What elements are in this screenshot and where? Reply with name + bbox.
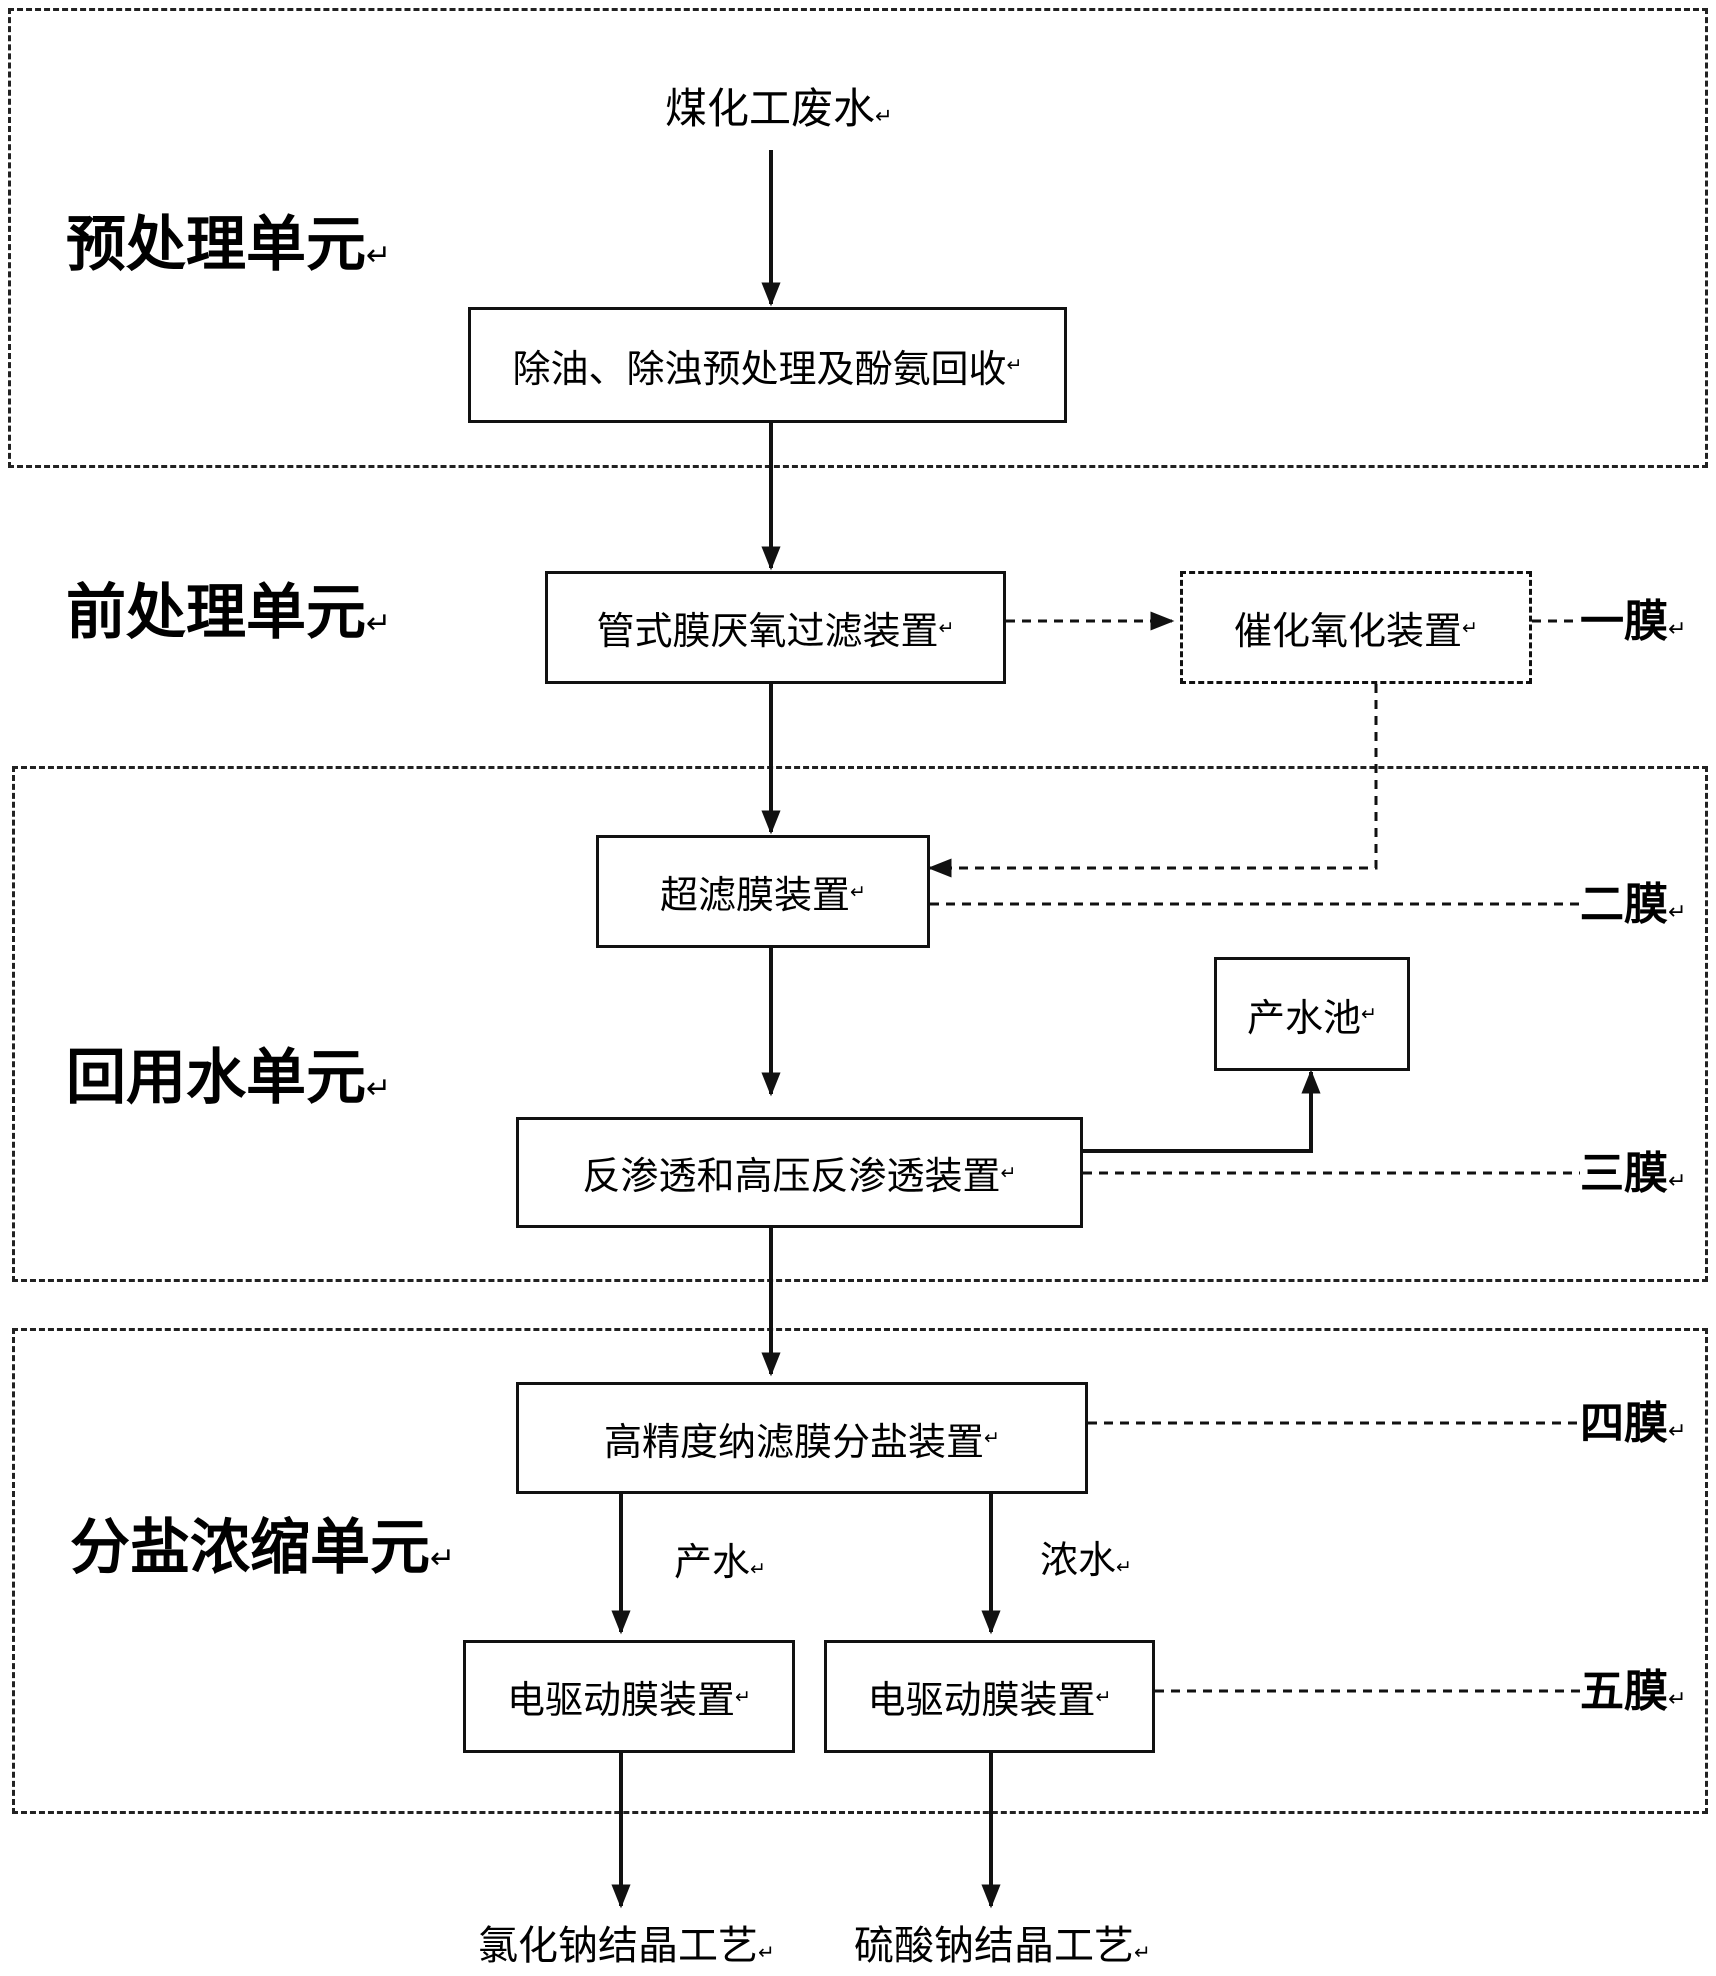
output-sodium-chloride: 氯化钠结晶工艺↵ (478, 1923, 775, 1969)
box-electro-membrane-left: 电驱动膜装置↵ (463, 1640, 795, 1753)
membrane-label-first: 一膜↵ (1580, 596, 1687, 647)
dashed-arrow-catalytic-to-ultrafiltration (927, 684, 1378, 878)
membrane-label-second: 二膜↵ (1580, 879, 1687, 930)
box-nanofiltration: 高精度纳滤膜分盐装置↵ (516, 1382, 1088, 1494)
unit-label-front-treatment: 前处理单元↵ (66, 578, 392, 648)
output-sodium-sulfate: 硫酸钠结晶工艺↵ (854, 1923, 1151, 1969)
unit-label-pretreatment: 预处理单元↵ (66, 210, 392, 280)
membrane-label-third: 三膜↵ (1580, 1148, 1687, 1199)
unit-label-salt-concentration: 分盐浓缩单元↵ (70, 1513, 456, 1583)
zone-reuse-water (12, 766, 1708, 1282)
box-catalytic-oxidation: 催化氧化装置↵ (1180, 571, 1532, 684)
box-ultrafiltration: 超滤膜装置↵ (596, 835, 930, 948)
box-oil-removal: 除油、除浊预处理及酚氨回收↵ (468, 307, 1067, 423)
flow-label-concentrate: 浓水↵ (1040, 1538, 1132, 1582)
arrow-ro-to-product-pool (1083, 1069, 1321, 1153)
flow-label-product-water: 产水↵ (674, 1540, 766, 1584)
membrane-label-fifth: 五膜↵ (1580, 1666, 1687, 1717)
box-tubular-membrane: 管式膜厌氧过滤装置↵ (545, 571, 1006, 684)
membrane-label-fourth: 四膜↵ (1580, 1398, 1687, 1449)
source-label: 煤化工废水↵ (665, 84, 893, 133)
unit-label-reuse-water: 回用水单元↵ (66, 1043, 392, 1113)
box-reverse-osmosis: 反渗透和高压反渗透装置↵ (516, 1117, 1083, 1228)
box-product-pool: 产水池↵ (1214, 957, 1410, 1071)
box-electro-membrane-right: 电驱动膜装置↵ (824, 1640, 1155, 1753)
zone-pretreatment (8, 8, 1708, 468)
zone-salt-concentration (12, 1328, 1708, 1814)
